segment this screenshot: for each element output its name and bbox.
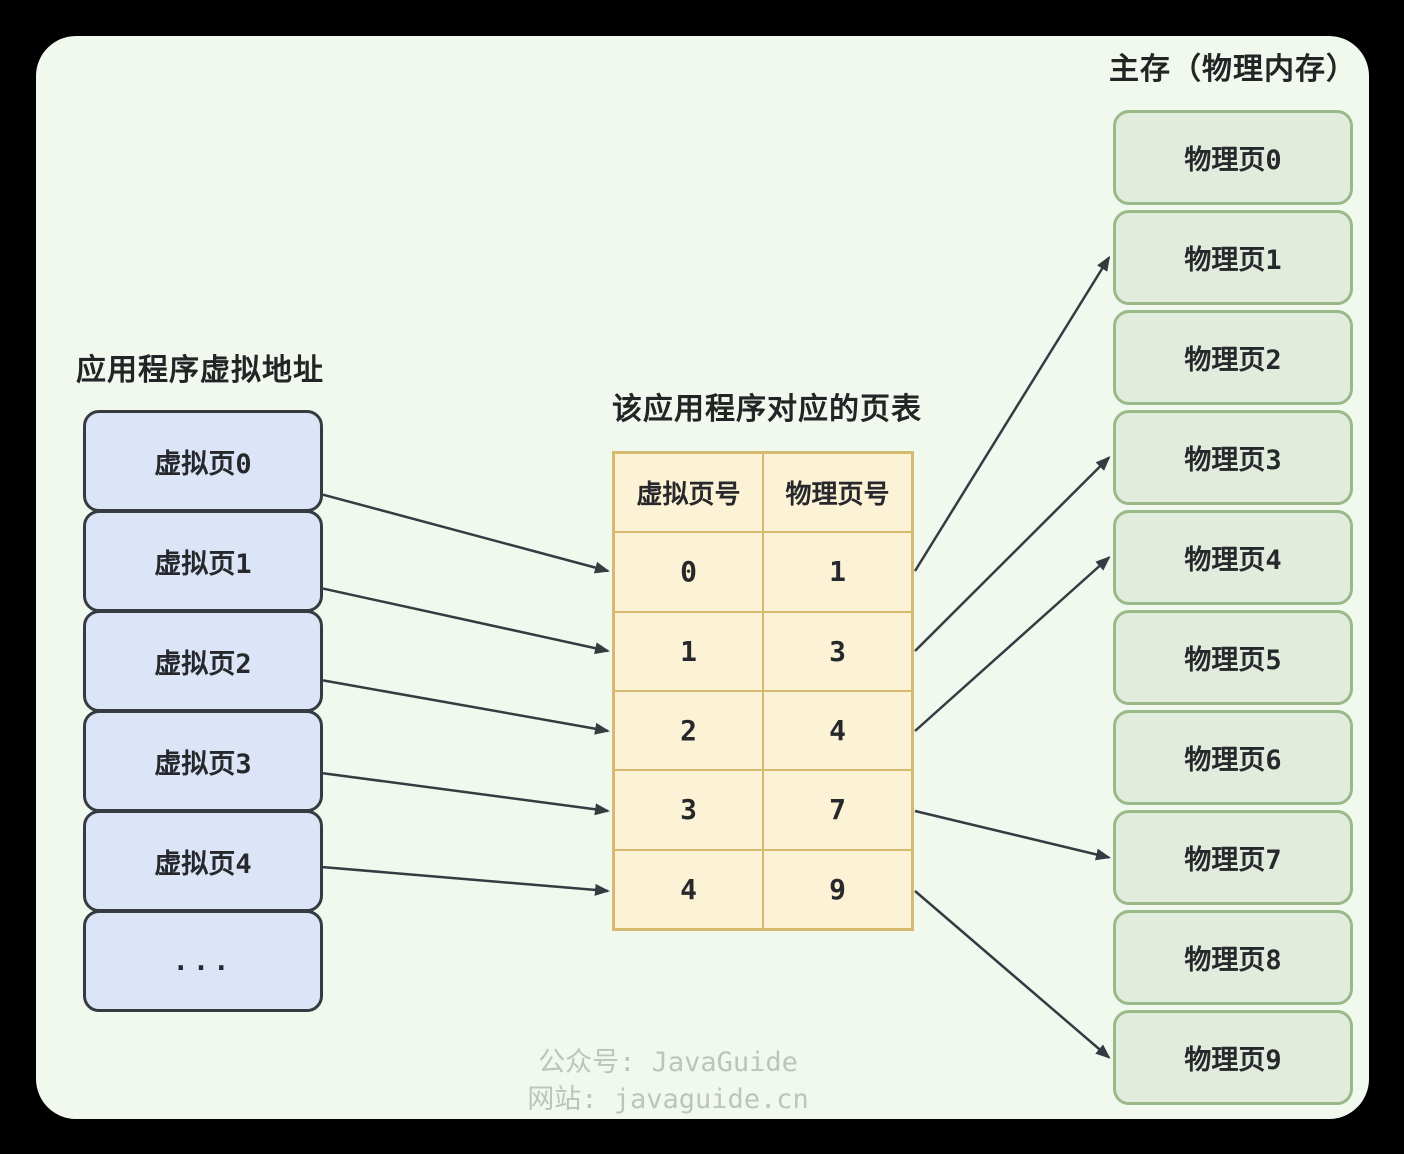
physical-page-box: 物理页4: [1113, 510, 1353, 605]
page-table-cell: 3: [763, 611, 912, 691]
watermark-line2: 网站: javaguide.cn: [527, 1084, 809, 1115]
watermark-line1: 公众号: JavaGuide: [538, 1047, 798, 1078]
virtual-memory-label: 应用程序虚拟地址: [76, 353, 324, 388]
page-table-cell: 1: [614, 611, 763, 691]
virtual-page-box: 虚拟页2: [83, 610, 323, 712]
virtual-page-box: 虚拟页1: [83, 510, 323, 612]
watermark: 公众号: JavaGuide 网站: javaguide.cn: [458, 1044, 878, 1118]
virtual-page-box: 虚拟页0: [83, 410, 323, 512]
page-table-header-cell: 虚拟页号: [614, 453, 763, 533]
page-table-cell: 1: [763, 532, 912, 612]
physical-page-box: 物理页7: [1113, 810, 1353, 905]
physical-page-box: 物理页2: [1113, 310, 1353, 405]
page-table-cell: 3: [614, 770, 763, 850]
page-table-cell: 0: [614, 532, 763, 612]
page-table-title: 该应用程序对应的页表: [612, 392, 922, 427]
page-table-cell: 7: [763, 770, 912, 850]
physical-page-box: 物理页8: [1113, 910, 1353, 1005]
page-table-cell: 4: [614, 849, 763, 929]
page-table-cell: 2: [614, 691, 763, 771]
physical-page-box: 物理页5: [1113, 610, 1353, 705]
physical-page-box: 物理页6: [1113, 710, 1353, 805]
physical-page-box: 物理页1: [1113, 210, 1353, 305]
page-table-header-cell: 物理页号: [763, 453, 912, 533]
physical-page-box: 物理页3: [1113, 410, 1353, 505]
virtual-page-box-ellipsis: ...: [83, 910, 323, 1012]
physical-memory-label: 主存（物理内存）: [1109, 52, 1357, 87]
physical-page-box: 物理页9: [1113, 1010, 1353, 1105]
page-table-cell: 9: [763, 849, 912, 929]
page-table-cell: 4: [763, 691, 912, 771]
virtual-page-box: 虚拟页4: [83, 810, 323, 912]
virtual-page-box: 虚拟页3: [83, 710, 323, 812]
physical-page-box: 物理页0: [1113, 110, 1353, 205]
